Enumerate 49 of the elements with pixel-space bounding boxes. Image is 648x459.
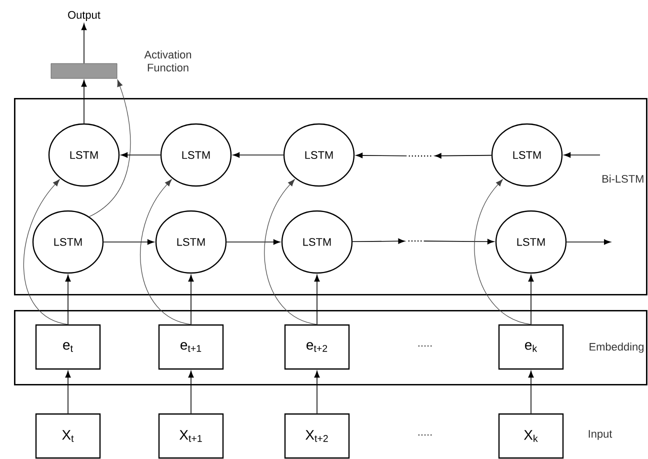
arrow [356,152,408,158]
arrow [423,238,494,244]
output-label: Output [68,11,100,21]
arrow [226,239,280,245]
arrow [528,274,534,325]
node-label: Activation Function [144,50,192,72]
arrow [88,80,131,217]
arrow [564,152,600,158]
arrow [81,23,87,64]
input-box: X$_{k}$ [498,413,564,459]
embedding-box: e$_{k}$ [498,324,564,370]
lstm-cell: LSTM [281,210,353,274]
arrow [232,152,284,158]
lstm-cell: LSTM [283,123,355,187]
arrow [188,274,194,325]
arrow [65,370,71,414]
ellipsis: ..... [418,434,432,436]
arrow [65,274,71,325]
input-box: X$_{t+2}$ [284,413,350,459]
row-label: Input [588,430,612,440]
arrow [140,179,192,325]
embedding-box: e$_{t}$ [35,324,101,370]
input-box: X$_{t+1}$ [158,413,224,459]
arrow [81,80,87,124]
embedding-box: e$_{t+1}$ [158,324,224,370]
lstm-cell: LSTM [155,210,227,274]
arrow [528,370,534,414]
arrow [188,370,194,414]
embedding-box: e$_{t+2}$ [284,324,350,370]
arrow [24,179,68,325]
ellipsis: ........ [408,155,432,157]
lstm-cell: LSTM [491,123,563,187]
activation-bar [50,63,118,79]
arrow [103,239,154,245]
arrow [566,239,611,245]
lstm-cell: LSTM [495,210,567,274]
arrow [120,152,161,158]
arrow [434,153,492,158]
arrow [264,179,318,325]
ellipsis: ..... [418,345,432,347]
lstm-cell: LSTM [160,123,232,187]
lstm-cell: LSTM [48,123,120,187]
lstm-cell: LSTM [32,210,104,274]
arrow [314,370,320,414]
arrow [314,274,320,325]
arrow [352,238,405,244]
input-box: X$_{t}$ [35,413,101,459]
arrow [474,179,532,325]
ellipsis: ..... [408,240,422,242]
